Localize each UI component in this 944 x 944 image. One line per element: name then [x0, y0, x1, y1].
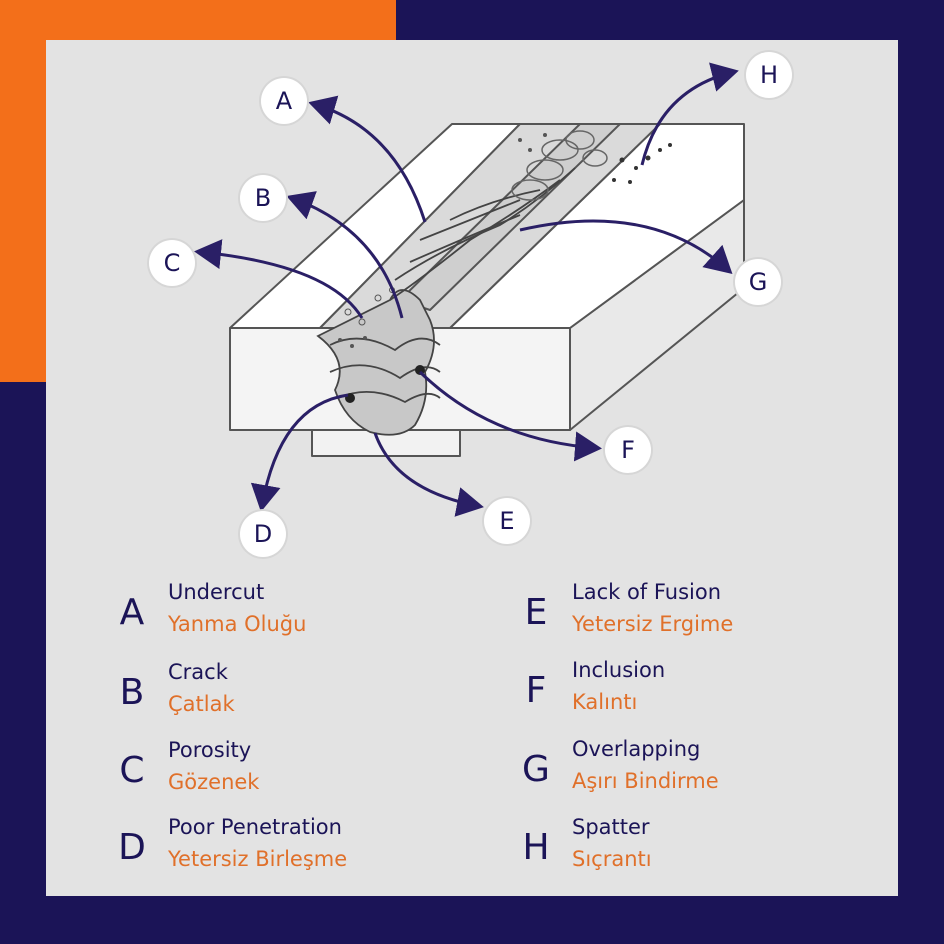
legend-turkish-label: Aşırı Bindirme: [572, 769, 719, 793]
legend-letter: E: [524, 592, 548, 633]
frame-orange-left: [0, 0, 46, 382]
legend-english-label: Poor Penetration: [168, 815, 342, 839]
legend-turkish-label: Kalıntı: [572, 690, 638, 714]
legend-item-c: C Porosity Gözenek: [112, 738, 452, 810]
legend-item-f: F Inclusion Kalıntı: [516, 658, 856, 730]
legend-turkish-label: Çatlak: [168, 692, 235, 716]
legend-item-d: D Poor Penetration Yetersiz Birleşme: [112, 815, 452, 887]
legend-letter: C: [119, 750, 145, 791]
porosity-dots: [338, 133, 547, 348]
legend-turkish-label: Sıçrantı: [572, 847, 652, 871]
legend-item-e: E Lack of Fusion Yetersiz Ergime: [516, 580, 856, 652]
arrow-a: [308, 95, 427, 223]
arrow-g: [519, 219, 733, 275]
legend-letter: D: [118, 827, 146, 868]
frame-orange-top: [0, 0, 396, 40]
spatter-dots: [612, 143, 672, 184]
callout-a: A: [261, 78, 307, 124]
callout-h: H: [746, 52, 792, 98]
callout-g: G: [735, 259, 781, 305]
legend-english-label: Overlapping: [572, 737, 701, 761]
legend-letter: G: [522, 749, 550, 790]
legend-english-label: Crack: [168, 660, 228, 684]
callout-c: C: [149, 240, 195, 286]
legend-turkish-label: Yanma Oluğu: [168, 612, 307, 636]
callout-b: B: [240, 175, 286, 221]
callout-arrows: [194, 62, 739, 517]
weld-ripples: [511, 130, 608, 201]
legend-english-label: Lack of Fusion: [572, 580, 722, 604]
legend-english-label: Undercut: [168, 580, 265, 604]
legend-turkish-label: Gözenek: [168, 770, 260, 794]
callout-e: E: [484, 498, 530, 544]
legend-turkish-label: Yetersiz Ergime: [572, 612, 734, 636]
arrow-e: [373, 432, 484, 517]
legend-item-g: G Overlapping Aşırı Bindirme: [516, 737, 856, 809]
legend-letter: B: [119, 672, 145, 713]
arrow-h: [640, 62, 739, 166]
arrow-f: [418, 370, 602, 462]
callout-d: D: [240, 511, 286, 557]
legend-letter: A: [119, 592, 145, 633]
arrow-c: [194, 239, 364, 319]
legend-english-label: Inclusion: [572, 658, 666, 682]
legend-item-a: A Undercut Yanma Oluğu: [112, 580, 452, 652]
legend-letter: F: [525, 670, 547, 711]
legend-item-h: H Spatter Sıçrantı: [516, 815, 856, 887]
legend-item-b: B Crack Çatlak: [112, 660, 452, 732]
legend-turkish-label: Yetersiz Birleşme: [168, 847, 348, 871]
callout-f: F: [605, 427, 651, 473]
weld-plate: [229, 123, 745, 457]
legend-english-label: Porosity: [168, 738, 252, 762]
arrow-b: [286, 191, 404, 319]
legend-letter: H: [522, 827, 550, 868]
legend-english-label: Spatter: [572, 815, 650, 839]
arrow-d: [250, 393, 349, 512]
